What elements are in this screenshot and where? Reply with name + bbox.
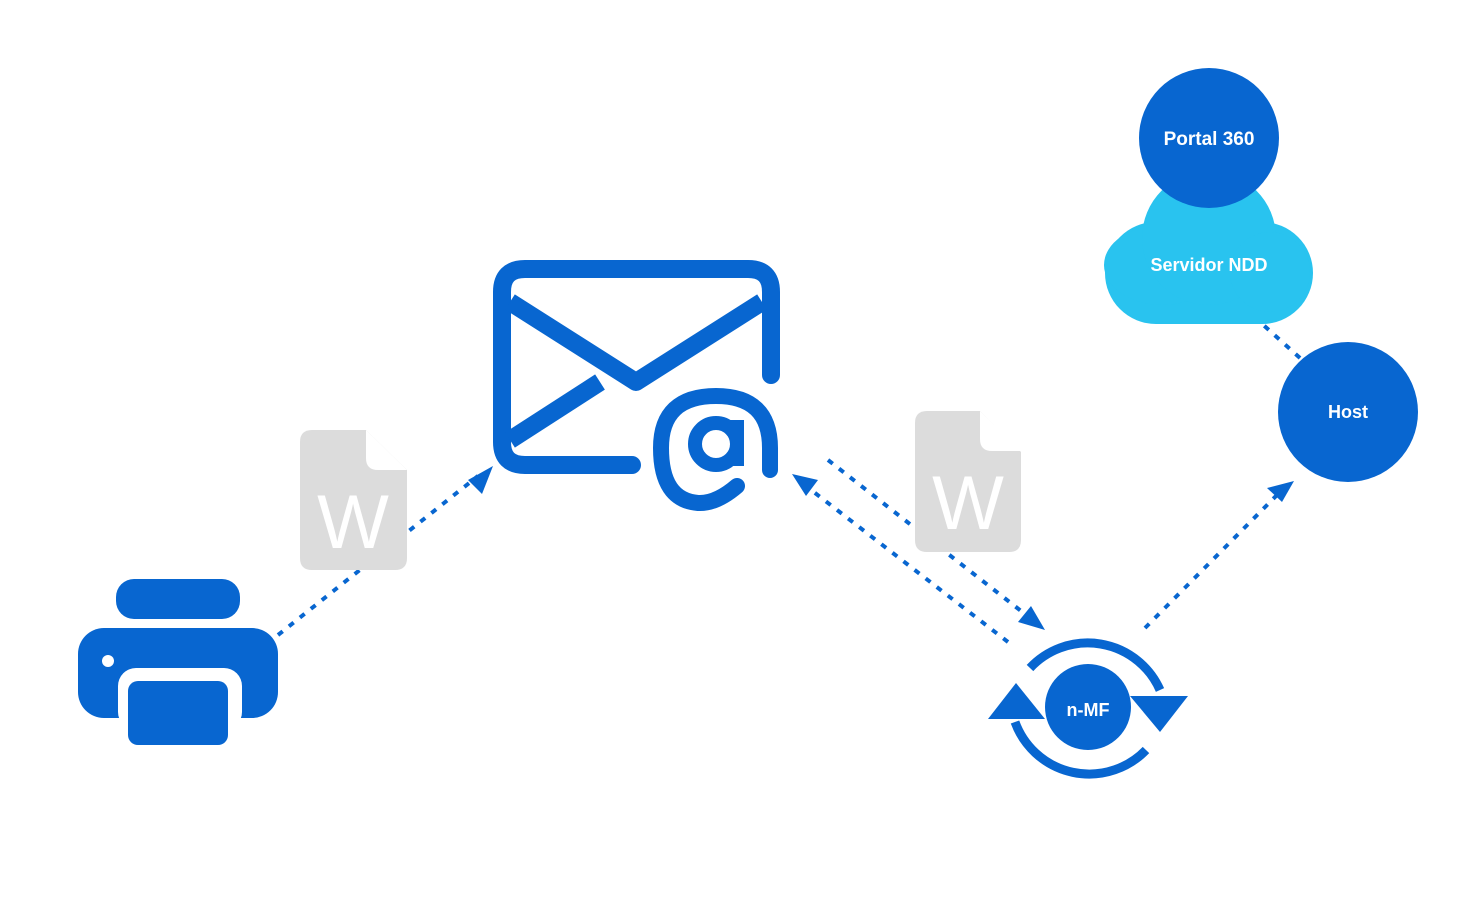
cloud-label: Servidor NDD [1150, 255, 1267, 275]
portal-label: Portal 360 [1164, 129, 1255, 150]
printer-icon [78, 579, 278, 745]
document-letter: W [932, 461, 1004, 546]
connector-host-to-cloud [1258, 320, 1302, 360]
connector-nmf-to-host [1143, 481, 1294, 630]
portal-node: Portal 360 [1139, 68, 1279, 208]
cloud-icon [1104, 171, 1313, 324]
word-document-icon: W [300, 430, 407, 570]
host-label: Host [1328, 402, 1368, 422]
sync-icon [988, 638, 1188, 779]
host-node: Host [1278, 342, 1418, 482]
email-at-icon [493, 260, 780, 512]
document-letter: W [317, 480, 389, 565]
word-document-icon: W [915, 411, 1021, 552]
nmf-node: n-MF [1045, 664, 1131, 750]
cloud-node: Servidor NDD [1104, 171, 1313, 324]
nmf-label: n-MF [1067, 700, 1110, 720]
connector-nmf-to-email [792, 474, 1010, 644]
